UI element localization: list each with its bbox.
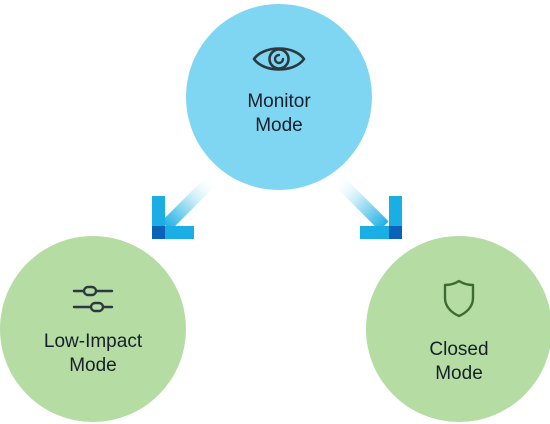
- sliders-icon: [72, 285, 114, 313]
- label-line: Low-Impact: [43, 331, 143, 352]
- closed-mode-label: Closed Mode: [429, 338, 488, 386]
- closed-mode-node: Closed Mode: [366, 236, 550, 422]
- arrow-down-right-icon: [333, 175, 402, 239]
- arrow-down-left-icon: [152, 175, 217, 239]
- label-line: Mode: [69, 355, 117, 376]
- label-line: Closed: [429, 339, 489, 360]
- monitor-mode-label: Monitor Mode: [247, 90, 310, 138]
- label-line: Mode: [435, 363, 483, 384]
- label-line: Monitor: [247, 91, 311, 112]
- shield-icon: [443, 279, 475, 318]
- label-line: Mode: [255, 115, 303, 136]
- low-impact-mode-node: Low-Impact Mode: [0, 236, 186, 422]
- monitor-mode-node: Monitor Mode: [186, 4, 372, 190]
- low-impact-mode-label: Low-Impact Mode: [44, 330, 142, 378]
- eye-icon: [252, 47, 306, 71]
